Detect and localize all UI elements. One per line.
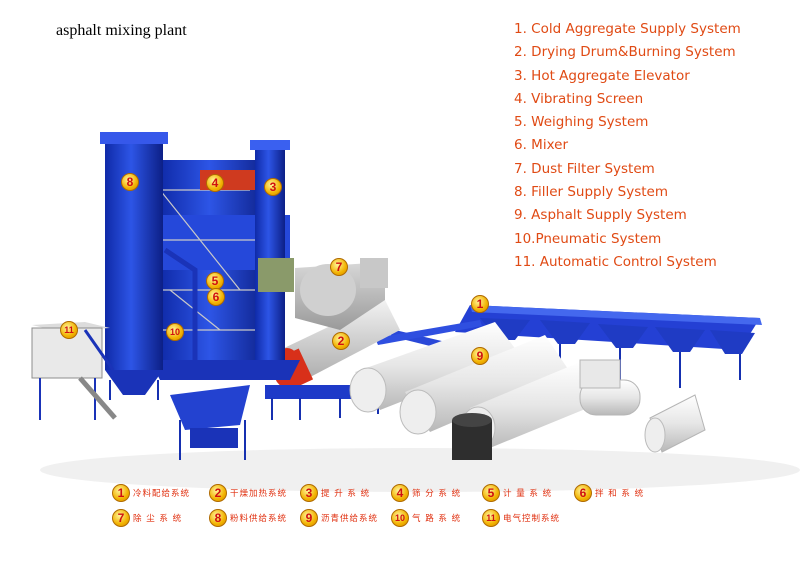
cn-label-2-badge: 2 [209, 484, 227, 502]
cn-label-4: 4 筛 分 系 统 [391, 482, 461, 504]
marker-3: 3 [264, 178, 282, 196]
cn-label-5: 5 计 量 系 统 [482, 482, 552, 504]
marker-7: 7 [330, 258, 348, 276]
cn-label-7-badge: 7 [112, 509, 130, 527]
cn-label-7-text: 除 尘 系 统 [133, 514, 183, 524]
legend-item-6: 6. Mixer [514, 137, 568, 154]
marker-6: 6 [207, 288, 225, 306]
cn-label-9-text: 沥青供给系统 [321, 514, 379, 524]
cn-label-6-badge: 6 [574, 484, 592, 502]
mixing-tower [150, 140, 300, 380]
cn-label-8-text: 粉料供给系统 [230, 514, 288, 524]
legend-item-5: 5. Weighing System [514, 114, 649, 131]
feed-conveyor [375, 320, 482, 345]
cn-label-11-text: 电气控制系统 [503, 514, 561, 524]
legend-item-7: 7. Dust Filter System [514, 160, 655, 177]
marker-4: 4 [206, 174, 224, 192]
legend-item-4: 4. Vibrating Screen [514, 90, 644, 107]
legend-item-8: 8. Filler Supply System [514, 184, 668, 201]
cn-label-3-text: 提 升 系 统 [321, 489, 371, 499]
marker-1: 1 [471, 295, 489, 313]
cn-label-2: 2 干燥加热系统 [209, 482, 287, 504]
ground-shadow [40, 448, 800, 492]
cn-label-1-text: 冷料配给系统 [133, 489, 191, 499]
cn-label-10: 10 气 路 系 统 [391, 507, 461, 529]
cn-label-6: 6 拌 和 系 统 [574, 482, 644, 504]
cn-label-1: 1 冷料配给系统 [112, 482, 190, 504]
cn-label-11: 11 电气控制系统 [482, 507, 560, 529]
stairs [83, 329, 115, 371]
asphalt-tanks [349, 322, 595, 460]
cn-label-4-text: 筛 分 系 统 [412, 489, 462, 499]
marker-2: 2 [332, 332, 350, 350]
cn-label-8: 8 粉料供给系统 [209, 507, 287, 529]
cn-label-3-badge: 3 [300, 484, 318, 502]
legend-item-10: 10.Pneumatic System [514, 230, 662, 247]
cn-label-1-badge: 1 [112, 484, 130, 502]
cn-label-3: 3 提 升 系 统 [300, 482, 370, 504]
heat-oil-tanks [579, 359, 706, 453]
dust-filter [295, 258, 388, 330]
cn-label-4-badge: 4 [391, 484, 409, 502]
marker-9: 9 [471, 347, 489, 365]
cn-label-5-badge: 5 [482, 484, 500, 502]
cn-label-7: 7 除 尘 系 统 [112, 507, 182, 529]
cn-label-2-text: 干燥加热系统 [230, 489, 288, 499]
loading-hopper [170, 385, 250, 460]
legend-item-1: 1. Cold Aggregate Supply System [514, 21, 741, 37]
page-title: asphalt mixing plant [56, 22, 187, 39]
cn-label-5-text: 计 量 系 统 [503, 489, 553, 499]
legend-item-11: 11. Automatic Control System [514, 253, 717, 270]
marker-11: 11 [60, 321, 78, 339]
cn-label-11-badge: 11 [482, 509, 500, 527]
cn-label-6-text: 拌 和 系 统 [595, 489, 645, 499]
cn-label-9: 9 沥青供给系统 [300, 507, 378, 529]
legend-item-9: 9. Asphalt Supply System [514, 207, 687, 224]
cn-label-10-badge: 10 [391, 509, 409, 527]
cn-label-10-text: 气 路 系 统 [412, 514, 462, 524]
cn-label-8-badge: 8 [209, 509, 227, 527]
cn-label-9-badge: 9 [300, 509, 318, 527]
legend-item-2: 2. Drying Drum&Burning System [514, 44, 736, 61]
marker-10: 10 [166, 323, 184, 341]
component-legend: 1. Cold Aggregate Supply System 2. Dryin… [514, 18, 741, 274]
marker-8: 8 [121, 173, 139, 191]
legend-item-3: 3. Hot Aggregate Elevator [514, 67, 690, 84]
